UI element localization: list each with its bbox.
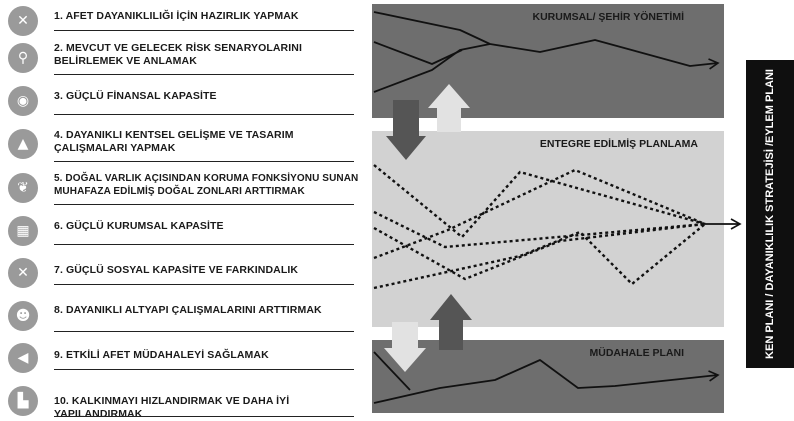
list-item-label: 8. DAYANIKLI ALTYAPI ÇALIŞMALARINI ARTTI…: [54, 304, 322, 316]
dotted-line-3: [373, 222, 706, 281]
top-band-lines: [373, 11, 720, 93]
block-arrow-up-lower: [430, 294, 472, 350]
list-item: ⚲ 2. MEVCUT VE GELECEK RİSK SENARYOLARIN…: [0, 40, 372, 82]
top-line-4: [489, 39, 720, 70]
list-item-label: 6. GÜÇLÜ KURUMSAL KAPASİTE: [54, 220, 224, 232]
list-item-label: 2. MEVCUT VE GELECEK RİSK SENARYOLARINI …: [54, 42, 302, 67]
response-band: MÜDAHALE PLANI: [372, 340, 724, 413]
bottom-line-2: [373, 359, 720, 404]
magnifier-icon: ⚲: [8, 43, 38, 73]
top-line-1: [373, 11, 491, 45]
hand-leaf-icon: ❦: [8, 173, 38, 203]
megaphone-icon: ◀: [8, 343, 38, 373]
band-title-top: KURUMSAL/ ŞEHİR YÖNETİMİ: [532, 11, 684, 23]
middle-band-dotted-lines: [373, 164, 706, 290]
list-item: ✕ 1. AFET DAYANIKLILIĞI İÇİN HAZIRLIK YA…: [0, 6, 372, 36]
list-item: ▦ 6. GÜÇLÜ KURUMSAL KAPASİTE: [0, 216, 372, 246]
block-arrow-down-lower: [384, 322, 426, 372]
divider: [54, 114, 354, 115]
list-item-label: 3. GÜÇLÜ FİNANSAL KAPASİTE: [54, 90, 217, 102]
list-item-label: 5. DOĞAL VARLIK AÇISINDAN KORUMA FONKSİY…: [54, 173, 359, 197]
divider: [54, 74, 354, 75]
dotted-line-1: [373, 164, 706, 239]
list-item: ✕ 7. GÜÇLÜ SOSYAL KAPASİTE VE FARKINDALI…: [0, 258, 372, 288]
list-item: ◉ 3. GÜÇLÜ FİNANSAL KAPASİTE: [0, 86, 372, 116]
wrench-cross-icon: ✕: [8, 6, 38, 36]
block-arrow-down-upper: [386, 100, 426, 160]
divider: [54, 30, 354, 31]
divider: [54, 284, 354, 285]
band-title-bottom: MÜDAHALE PLANI: [589, 347, 685, 359]
list-item-label: 7. GÜÇLÜ SOSYAL KAPASİTE VE FARKINDALIK: [54, 264, 299, 276]
tools-icon: ✕: [8, 258, 38, 288]
divider: [54, 161, 354, 162]
divider: [54, 331, 354, 332]
building-icon: ▦: [8, 216, 38, 246]
top-line-3: [373, 41, 463, 65]
list-item: ▙ 10. KALKINMAYI HIZLANDIRMAK VE DAHA İY…: [0, 386, 372, 420]
block-arrow-up-upper: [428, 84, 470, 132]
money-icon: ◉: [8, 86, 38, 116]
divider: [54, 369, 354, 370]
list-item-label: 1. AFET DAYANIKLILIĞI İÇİN HAZIRLIK YAPM…: [54, 10, 299, 22]
top-line-2: [373, 43, 491, 93]
divider: [54, 204, 354, 205]
people-icon: ☻: [8, 301, 38, 331]
landscape-icon: ▲: [8, 129, 38, 159]
bottom-line-1: [373, 351, 411, 391]
band-title-middle: ENTEGRE EDİLMİŞ PLANLAMA: [539, 138, 698, 150]
list-item: ▲ 4. DAYANIKLI KENTSEL GELİŞME VE TASARI…: [0, 127, 372, 167]
list-item-label: 9. ETKİLİ AFET MÜDAHALEYİ SAĞLAMAK: [54, 349, 269, 361]
city-icon: ▙: [8, 386, 38, 416]
dotted-line-5: [373, 223, 706, 290]
dotted-line-4: [373, 168, 706, 260]
strategy-plan-box: KEN PLANI / DAYANIKLILIK STRATEJİSİ /EYL…: [746, 60, 794, 368]
list-item: ◀ 9. ETKİLİ AFET MÜDAHALEYİ SAĞLAMAK: [0, 343, 372, 373]
list-item-label: 4. DAYANIKLI KENTSEL GELİŞME VE TASARIM …: [54, 129, 294, 154]
divider: [54, 416, 354, 417]
list-item-label: 10. KALKINMAYI HIZLANDIRMAK VE DAHA İYİ …: [54, 395, 290, 420]
list-item: ❦ 5. DOĞAL VARLIK AÇISINDAN KORUMA FONKS…: [0, 171, 372, 211]
divider: [54, 244, 354, 245]
bottom-band-lines: [373, 351, 720, 404]
dotted-line-2: [373, 210, 706, 249]
list-item: ☻ 8. DAYANIKLI ALTYAPI ÇALIŞMALARINI ART…: [0, 301, 372, 333]
strategy-plan-label: KEN PLANI / DAYANIKLILIK STRATEJİSİ /EYL…: [764, 69, 776, 359]
